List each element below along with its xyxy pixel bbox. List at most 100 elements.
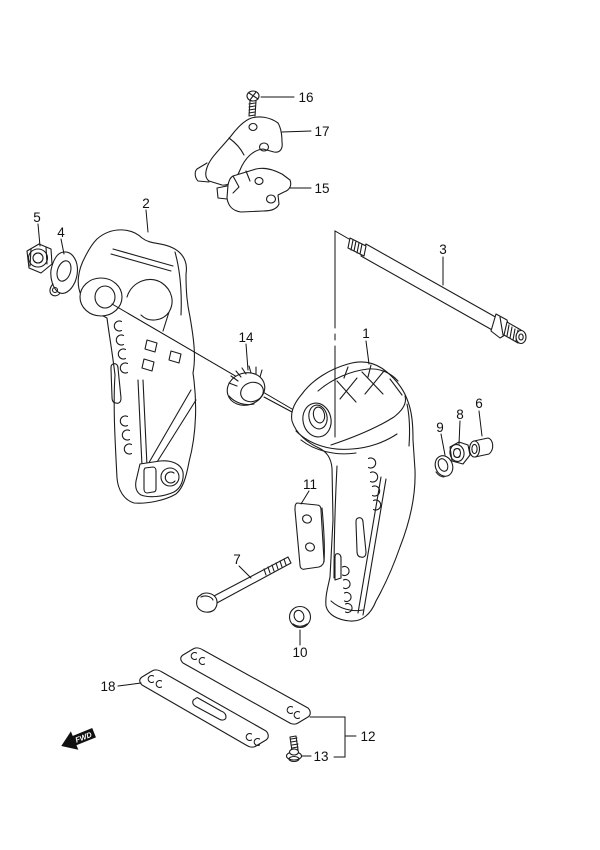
part2-pivot-barrel — [79, 277, 123, 317]
part17-hole — [258, 142, 270, 152]
part1-barrel-hole — [308, 404, 328, 430]
part2-scallops-lower — [119, 415, 133, 455]
part2-detail — [126, 279, 173, 332]
callout-17: 17 — [314, 124, 329, 139]
part1-foot — [330, 600, 364, 612]
part18-slot — [192, 697, 227, 721]
part2-scallops-upper — [113, 320, 129, 374]
part14-rim — [228, 395, 255, 406]
part17-bracket-plate — [194, 116, 283, 186]
part11-edge — [321, 507, 325, 563]
part9-outer — [434, 455, 454, 477]
callout-6: 6 — [475, 396, 483, 411]
callout-10: 10 — [292, 645, 307, 660]
leader-6 — [478, 410, 483, 437]
part1-detail — [330, 395, 407, 446]
part8-nut — [449, 441, 471, 465]
part1-detail — [333, 465, 338, 579]
callout-4: 4 — [57, 225, 65, 240]
part16-cross-recess — [248, 91, 259, 101]
part1-outline — [291, 361, 416, 622]
part3-body — [360, 243, 500, 332]
part14-rib-hatch — [228, 365, 263, 387]
part1-truss — [336, 364, 403, 403]
callout-7: 7 — [233, 552, 241, 567]
callout-9: 9 — [436, 420, 444, 435]
part5-nut — [26, 243, 53, 274]
leader-7 — [238, 565, 252, 579]
part3-thread-left-hatch — [350, 239, 363, 255]
part6-spacer — [468, 437, 494, 458]
part4-washer — [49, 251, 78, 297]
leader-8 — [458, 420, 461, 445]
part1-slot2 — [334, 553, 342, 581]
part14-alignment-line — [263, 396, 293, 413]
part3-end-cap — [515, 329, 527, 345]
part4-slot — [56, 260, 72, 282]
part1-edge-band — [357, 476, 387, 616]
fwd-marker: FWD — [61, 728, 96, 750]
part10-bore — [293, 609, 305, 623]
part9-washer — [434, 455, 454, 478]
callout-5: 5 — [33, 210, 41, 225]
leader-5 — [37, 223, 41, 247]
part17-flange — [194, 162, 210, 183]
callout-11: 11 — [303, 477, 317, 492]
leader-17 — [281, 130, 312, 133]
part17-hole — [248, 122, 258, 132]
callout-2: 2 — [142, 196, 150, 211]
part15-hole — [265, 194, 277, 204]
leader-14 — [245, 343, 249, 371]
part14-bore — [240, 381, 264, 403]
part15-bracket-plate — [216, 167, 292, 213]
part7-threads — [263, 558, 287, 576]
part13-rim — [288, 755, 300, 763]
part1-barrel-hole-inner — [312, 406, 326, 424]
part8-face — [449, 443, 465, 463]
part17-fold — [228, 137, 245, 156]
callout-1: 1 — [362, 326, 370, 341]
part1-jaw-lip — [295, 430, 398, 455]
part14-bushing — [226, 365, 293, 413]
part2-detail — [110, 248, 174, 272]
part2-outline — [77, 229, 197, 504]
part2-foot-insert — [143, 466, 157, 494]
part1-slot — [355, 517, 367, 558]
part6-bore — [471, 443, 478, 455]
part16-screw — [246, 90, 260, 117]
part17-outline — [205, 116, 283, 186]
part12-shim-plate — [180, 647, 311, 725]
part10-rim — [292, 623, 308, 627]
part11-hole — [305, 542, 315, 552]
part4-outline — [50, 251, 78, 294]
part2-detail — [137, 379, 148, 467]
alignment-line-vertical — [334, 230, 350, 438]
leader-1 — [365, 340, 370, 365]
leader-2 — [145, 209, 149, 233]
part1-scallops-lower — [341, 565, 353, 614]
part9-rim — [435, 471, 445, 478]
callout-14: 14 — [238, 330, 254, 345]
part2-boss-spiral — [164, 471, 176, 484]
leader-lines — [37, 96, 483, 758]
part11-outline — [294, 502, 325, 570]
part15-tab — [216, 170, 251, 200]
callout-labels: 16 17 15 5 4 2 3 1 14 9 8 6 11 7 10 18 1… — [33, 90, 483, 764]
leader-12-bracket — [309, 716, 357, 758]
part4-tab-hole — [51, 286, 59, 294]
part4-tab — [49, 283, 61, 297]
part10-washer — [288, 605, 312, 629]
leader-4 — [60, 238, 65, 255]
part1-detail — [406, 403, 411, 447]
part2-detail — [146, 389, 197, 471]
part2-clamp-bracket-left — [77, 229, 197, 504]
part11-plate — [294, 502, 325, 570]
part2-pivot-hole — [94, 285, 116, 309]
part8-threads — [453, 447, 461, 459]
part1-detail — [317, 368, 399, 392]
callout-12: 12 — [360, 729, 375, 744]
part13-threads — [290, 737, 299, 749]
leader-18 — [117, 682, 142, 687]
part1-clamp-bracket-right — [291, 361, 416, 622]
